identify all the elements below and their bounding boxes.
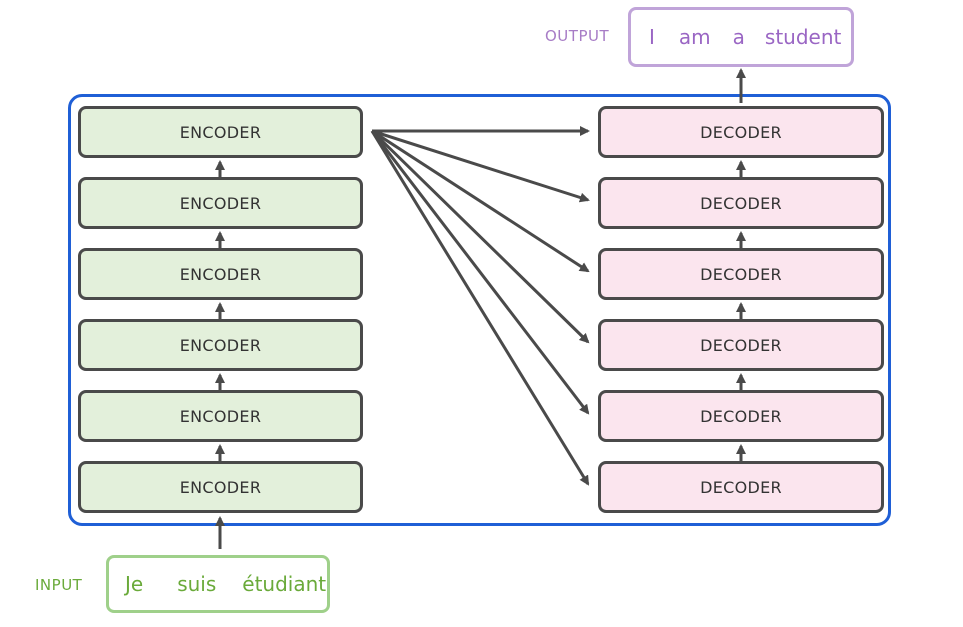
encoder-label: ENCODER (179, 335, 262, 355)
encoder-layer-6: ENCODER (78, 106, 363, 158)
encoder-layer-5: ENCODER (78, 177, 363, 229)
encoder-layer-2: ENCODER (78, 390, 363, 442)
encoder-to-decoder-arrow (371, 129, 590, 273)
input-label: INPUT (35, 576, 83, 594)
encoder-layer-3: ENCODER (78, 319, 363, 371)
output-word: am (678, 25, 711, 49)
decoder-layer-5: DECODER (598, 177, 884, 229)
input-word: suis (177, 572, 217, 596)
decoder-label: DECODER (700, 193, 782, 213)
output-sentence-box: I am a student (628, 7, 854, 67)
decoder-label: DECODER (700, 122, 782, 142)
output-word: I (649, 25, 655, 49)
encoder-layer-4: ENCODER (78, 248, 363, 300)
encoder-layer-1: ENCODER (78, 461, 363, 513)
encoder-label: ENCODER (179, 193, 262, 213)
input-word: étudiant (242, 572, 327, 596)
output-label: OUTPUT (545, 27, 610, 45)
encoder-to-decoder-arrow (371, 129, 590, 203)
encoder-to-decoder-arrow (370, 130, 590, 415)
encoder-to-decoder-arrow (370, 129, 590, 344)
decoder-label: DECODER (700, 264, 782, 284)
decoder-label: DECODER (700, 335, 782, 355)
decoder-layer-2: DECODER (598, 390, 884, 442)
encoder-label: ENCODER (179, 406, 262, 426)
input-word: Je (125, 572, 144, 596)
decoder-layer-1: DECODER (598, 461, 884, 513)
encoder-to-decoder-arrow (370, 130, 590, 486)
encoder-label: ENCODER (179, 264, 262, 284)
decoder-label: DECODER (700, 406, 782, 426)
output-word: a (732, 25, 745, 49)
decoder-label: DECODER (700, 477, 782, 497)
encoder-label: ENCODER (179, 477, 262, 497)
input-sentence-box: Je suis étudiant (106, 555, 330, 613)
encoder-decoder-stack-container (68, 94, 891, 526)
decoder-layer-6: DECODER (598, 106, 884, 158)
output-word: student (764, 25, 842, 49)
encoder-label: ENCODER (179, 122, 262, 142)
decoder-layer-3: DECODER (598, 319, 884, 371)
decoder-layer-4: DECODER (598, 248, 884, 300)
